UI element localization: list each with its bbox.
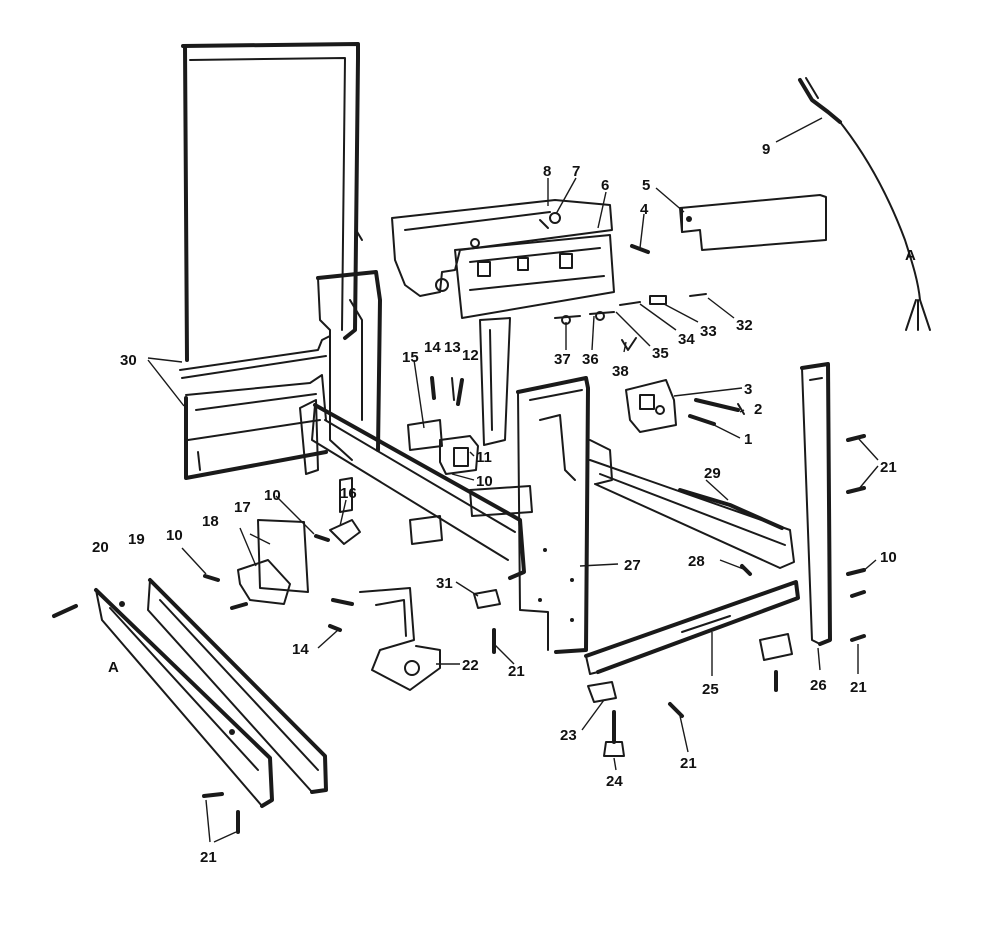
callout-37: 37 [554, 351, 571, 368]
part-16-clip [329, 519, 361, 545]
part-5-top-bracket [679, 194, 827, 251]
callout-1: 1 [744, 431, 752, 448]
callout-10-right: 10 [880, 549, 897, 566]
callout-9: 9 [762, 141, 770, 158]
callout-a-lower: A [108, 659, 119, 676]
callout-31: 31 [436, 575, 453, 592]
part-6-timer-board [454, 234, 615, 319]
part-hardware-row [554, 293, 707, 351]
callout-10-cover: 10 [264, 487, 281, 504]
callout-a-upper: A [905, 247, 916, 264]
callout-4: 4 [640, 201, 649, 218]
part-11-solenoid [439, 435, 479, 475]
leader-lines [147, 117, 879, 843]
callout-22: 22 [462, 657, 479, 674]
part-14a-screw [430, 376, 436, 400]
callout-11: 11 [476, 449, 492, 466]
part-25-bottom-rail [584, 580, 800, 675]
part-27-side-panel [516, 376, 613, 654]
callout-14-upper: 14 [424, 339, 441, 356]
part-31-clip [473, 589, 501, 609]
callout-28: 28 [688, 553, 705, 570]
callout-25: 25 [702, 681, 719, 698]
part-10-screws [203, 534, 330, 610]
callout-26: 26 [810, 677, 827, 694]
callout-8: 8 [543, 163, 551, 180]
part-left-side-frame [316, 270, 511, 461]
callout-21-right-upper: 21 [880, 459, 897, 476]
callout-17: 17 [234, 499, 251, 516]
part-26-right-rail [800, 362, 832, 646]
callout-35: 35 [652, 345, 669, 362]
part-12-screw [456, 378, 464, 406]
part-30-door-panel [179, 42, 363, 480]
part-8-console-panel [391, 199, 613, 297]
part-24-leveling-foot [603, 710, 625, 757]
callout-labels: 30 8 7 6 5 4 9 A 32 33 34 35 36 37 38 3 … [92, 141, 916, 866]
callout-6: 6 [601, 177, 609, 194]
callout-32: 32 [736, 317, 753, 334]
part-29-rear-rail [589, 459, 795, 569]
callout-27: 27 [624, 557, 641, 574]
callout-23: 23 [560, 727, 577, 744]
callout-10-bracket: 10 [166, 527, 183, 544]
callout-15: 15 [402, 349, 419, 366]
part-1-screw [688, 414, 716, 426]
callout-16: 16 [340, 485, 357, 502]
part-20-toe-bracket [94, 588, 274, 808]
part-23-bracket [587, 681, 617, 703]
part-misc-hardware [202, 244, 866, 834]
callout-24: 24 [606, 773, 623, 790]
callout-3: 3 [744, 381, 752, 398]
callout-14-lower: 14 [292, 641, 309, 658]
callout-10-valve: 10 [476, 473, 493, 490]
callout-21-bottom: 21 [680, 755, 697, 772]
part-loose-screw [52, 604, 78, 618]
part-22-latch [331, 587, 441, 691]
callout-34: 34 [678, 331, 695, 348]
part-15-bracket [407, 419, 443, 451]
callout-36: 36 [582, 351, 599, 368]
part-19-toe-panel [147, 578, 328, 794]
part-13-clip [451, 377, 455, 401]
part-2-screw [694, 398, 745, 415]
callout-21-center: 21 [508, 663, 525, 680]
callout-2: 2 [754, 401, 762, 418]
callout-7: 7 [572, 163, 580, 180]
part-18-bracket [237, 559, 291, 605]
callout-33: 33 [700, 323, 717, 340]
callout-21-right-lower: 21 [850, 679, 867, 696]
part-3-switch [625, 379, 677, 433]
part-base-front-rail [299, 399, 533, 580]
callout-20: 20 [92, 539, 109, 556]
callout-29: 29 [704, 465, 721, 482]
callout-5: 5 [642, 177, 650, 194]
part-9-power-cord [798, 77, 931, 331]
part-17-cover-plate [257, 519, 309, 593]
callout-21-left: 21 [200, 849, 217, 866]
callout-30: 30 [120, 352, 137, 369]
callout-38: 38 [612, 363, 629, 380]
callout-12: 12 [462, 347, 479, 364]
callout-18: 18 [202, 513, 219, 530]
callout-13: 13 [444, 339, 461, 356]
callout-19: 19 [128, 531, 145, 548]
